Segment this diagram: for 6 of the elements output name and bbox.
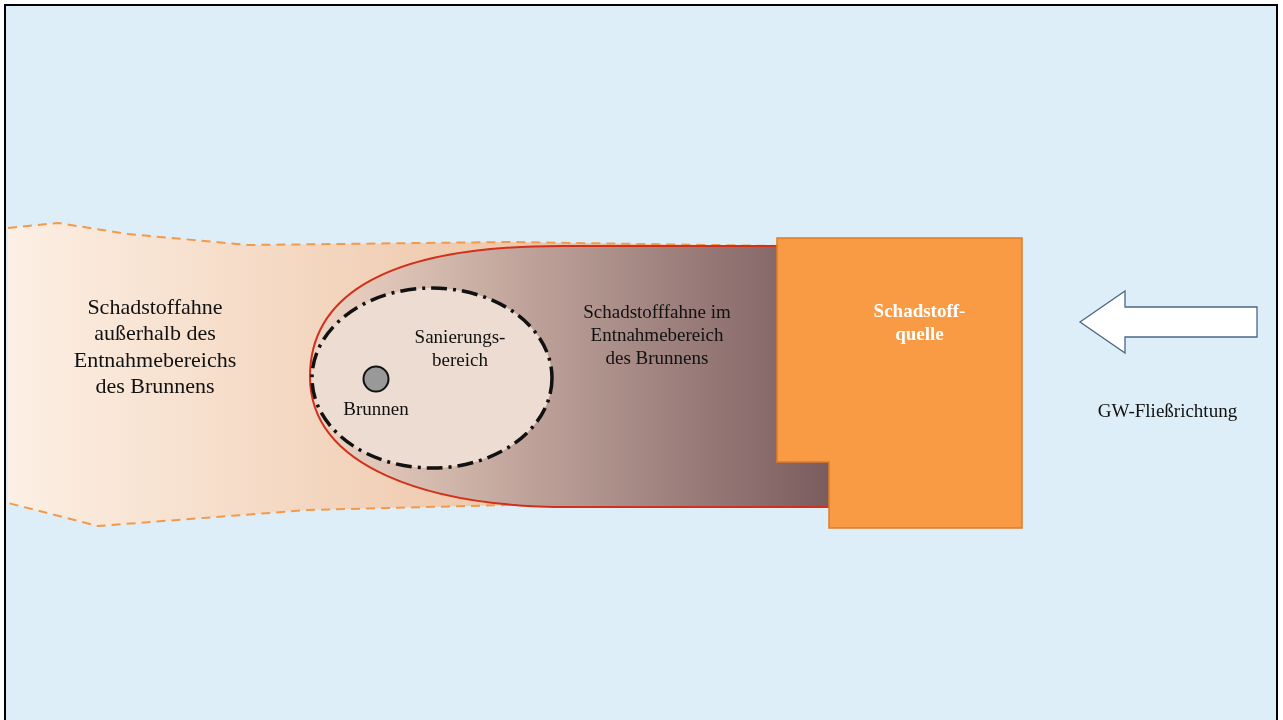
node-label: Sanierungs- bereich [413, 326, 507, 372]
node-label: Schadstoff- quelle [872, 300, 967, 346]
node-label: Schadstofffahne im Entnahmebereich des Brunnens [582, 301, 732, 370]
node-caption: Brunnen [342, 398, 410, 421]
node-label: Schadstoffahne außerhalb des Entnahmebereichs des Brunnens [72, 294, 238, 400]
flow-direction-label: GW-Fließrichtung [1096, 400, 1239, 423]
